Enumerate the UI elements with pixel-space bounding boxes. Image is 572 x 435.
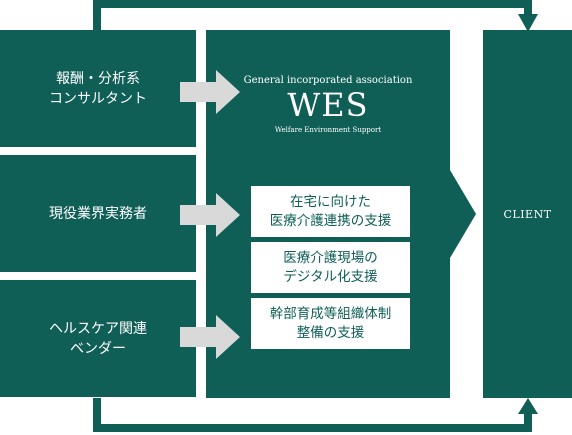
client-label: CLIENT: [503, 207, 552, 221]
service-card-digitalization-label: 医療介護現場の デジタル化支援: [283, 249, 378, 285]
bottom-connector-horizontal: [93, 424, 532, 432]
service-card-home-care-label: 在宅に向けた 医療介護連携の支援: [269, 193, 392, 229]
wes-subtitle: General incorporated association: [243, 75, 413, 86]
client-box: CLIENT: [483, 30, 572, 398]
top-connector-horizontal: [93, 0, 532, 8]
service-card-organization-label: 幹部育成等組織体制 整備の支援: [269, 305, 392, 341]
top-connector-vertical-right: [524, 0, 532, 18]
wes-tagline: Welfare Environment Support: [274, 126, 382, 134]
left-group-consultants: 報酬・分析系 コンサルタント: [0, 30, 196, 147]
service-card-organization: 幹部育成等組織体制 整備の支援: [251, 298, 410, 349]
arrow-right-icon: [180, 70, 240, 114]
service-card-digitalization: 医療介護現場の デジタル化支援: [251, 242, 410, 293]
bottom-connector-vertical-right: [524, 412, 532, 428]
arrow-right-icon: [180, 193, 240, 237]
top-connector-arrowhead-icon: [518, 14, 538, 32]
wes-title: WES: [287, 86, 369, 124]
arrow-right-icon: [180, 315, 240, 359]
left-group-practitioners-label: 現役業界実務者: [49, 205, 147, 222]
top-connector-vertical-left: [93, 0, 101, 30]
bottom-connector-vertical-left: [93, 398, 101, 431]
service-card-home-care: 在宅に向けた 医療介護連携の支援: [251, 186, 410, 237]
left-group-vendors-label: ヘルスケア関連 ベンダー: [49, 320, 147, 357]
bottom-connector-arrowhead-icon: [518, 398, 538, 414]
left-group-consultants-label: 報酬・分析系 コンサルタント: [49, 70, 147, 107]
left-group-vendors: ヘルスケア関連 ベンダー: [0, 280, 196, 397]
left-group-practitioners: 現役業界実務者: [0, 155, 196, 272]
